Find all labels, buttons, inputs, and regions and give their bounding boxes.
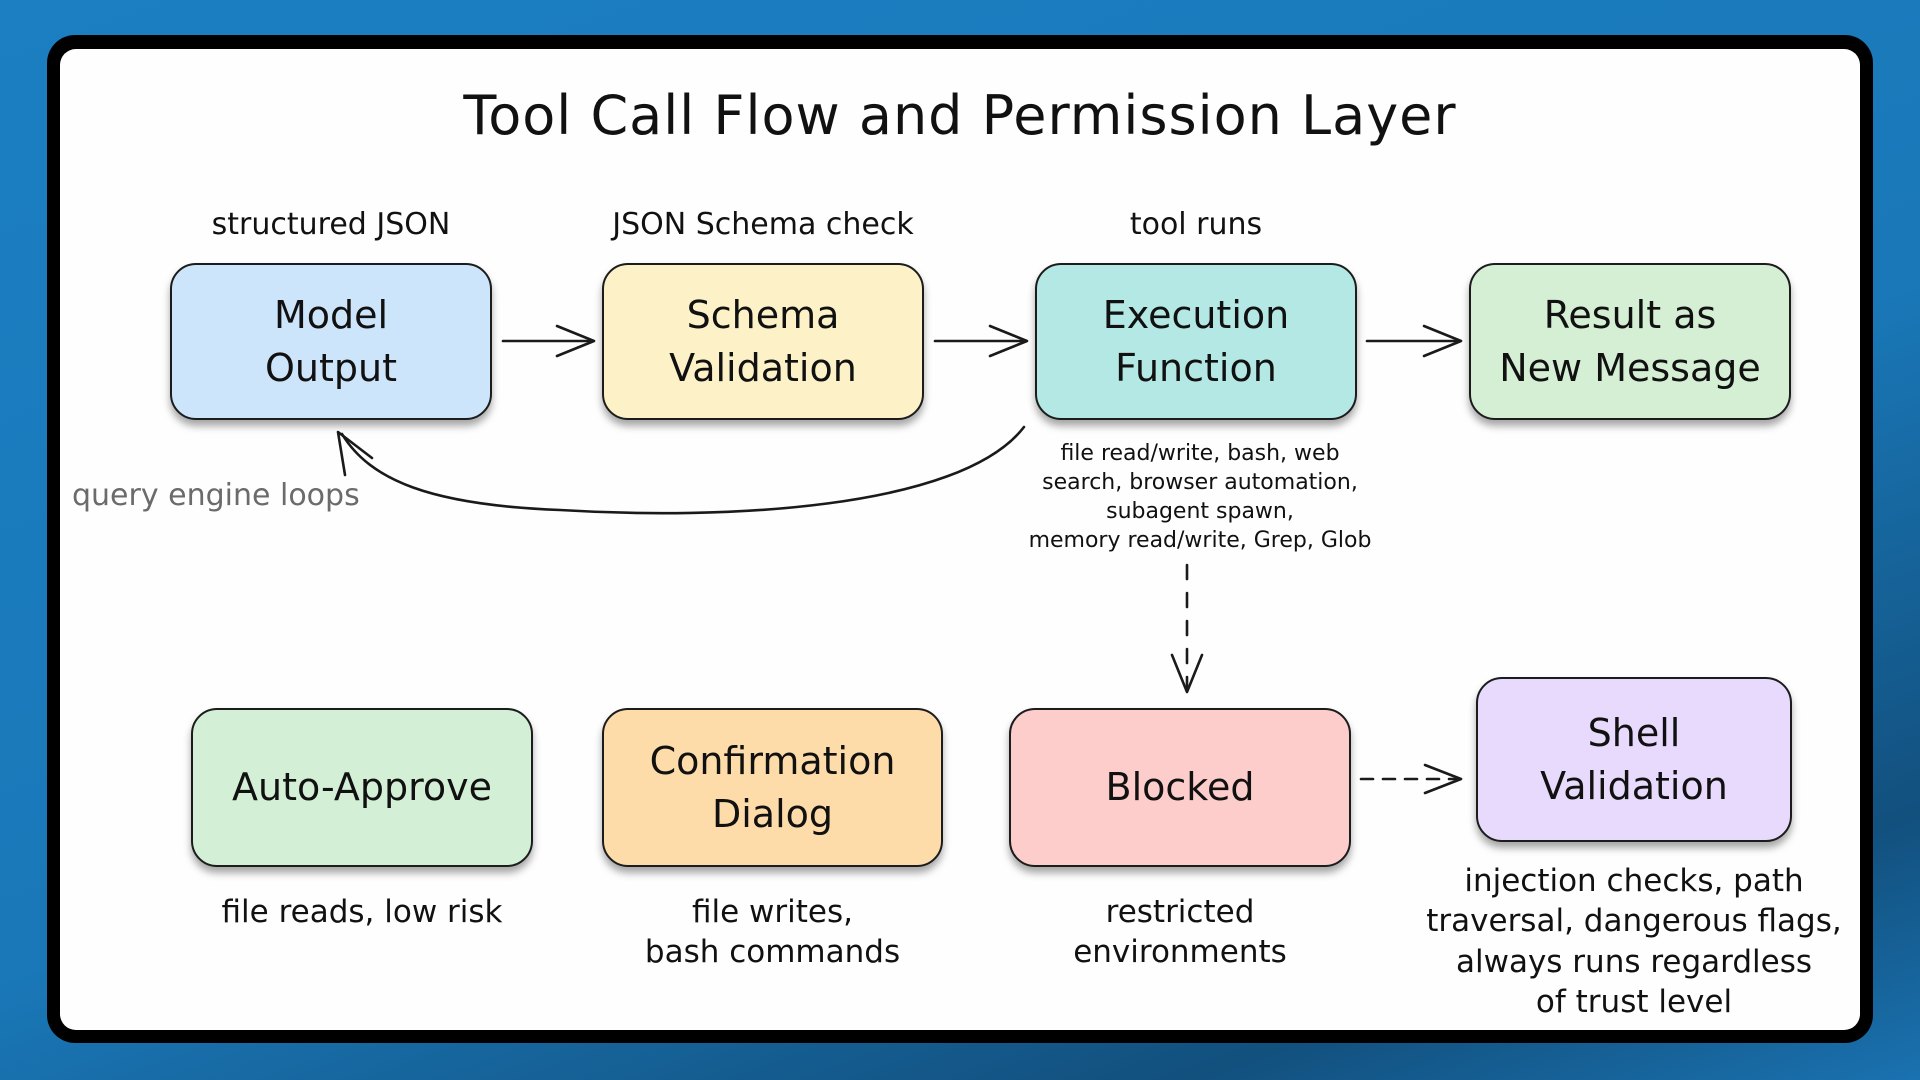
node-line: Blocked <box>1105 765 1255 810</box>
caption-line: file reads, low risk <box>221 894 503 930</box>
tools-note-line: search, browser automation, <box>1042 470 1358 496</box>
arrow-schema-to-execution <box>933 324 1029 358</box>
node-line: Schema <box>686 293 840 338</box>
caption-line: bash commands <box>644 934 901 971</box>
node-line: Output <box>265 345 397 390</box>
caption-confirmation-dialog: file writes, bash commands <box>602 892 943 973</box>
tools-note-line: memory read/write, Grep, Glob <box>1028 528 1372 554</box>
label-tool-runs: tool runs <box>1129 207 1263 242</box>
node-line: Dialog <box>711 791 834 836</box>
caption-line: file writes, <box>691 894 853 930</box>
node-line: Execution <box>1102 293 1290 338</box>
arrow-loop-back <box>336 425 1026 515</box>
label-query-engine-loops: query engine loops <box>72 478 360 513</box>
node-line: Shell <box>1587 711 1681 756</box>
page-title: Tool Call Flow and Permission Layer <box>463 84 1457 147</box>
node-line: Validation <box>669 345 857 390</box>
node-line: Validation <box>1540 763 1728 808</box>
node-line: Confirmation <box>649 739 896 784</box>
node-line: Result as <box>1543 293 1717 338</box>
node-line: New Message <box>1499 345 1761 390</box>
tools-note: file read/write, bash, web search, brows… <box>1000 439 1400 555</box>
node-line: Model <box>273 293 389 338</box>
arrow-execution-to-result <box>1365 324 1463 358</box>
label-structured-json: structured JSON <box>211 207 451 242</box>
node-line: Auto-Approve <box>232 765 492 810</box>
caption-line: restricted <box>1105 894 1255 930</box>
node-auto-approve[interactable]: Auto-Approve <box>191 708 533 867</box>
node-blocked[interactable]: Blocked <box>1009 708 1351 867</box>
tools-note-line: file read/write, bash, web <box>1060 441 1340 466</box>
caption-line: injection checks, path <box>1464 863 1804 899</box>
caption-line: of trust level <box>1535 983 1733 1020</box>
caption-line: environments <box>1073 934 1287 971</box>
node-line: Function <box>1115 345 1277 390</box>
tools-note-line: subagent spawn, <box>1106 499 1294 525</box>
caption-line: traversal, dangerous flags, <box>1426 903 1842 940</box>
node-result-new-message[interactable]: Result as New Message <box>1469 263 1791 420</box>
caption-blocked: restricted environments <box>1009 892 1351 973</box>
caption-line: always runs regardless <box>1455 943 1813 980</box>
label-json-schema-check: JSON Schema check <box>612 207 914 242</box>
caption-auto-approve: file reads, low risk <box>191 892 533 932</box>
arrow-model-to-schema <box>501 324 596 358</box>
caption-shell-validation: injection checks, path traversal, danger… <box>1404 861 1864 1022</box>
